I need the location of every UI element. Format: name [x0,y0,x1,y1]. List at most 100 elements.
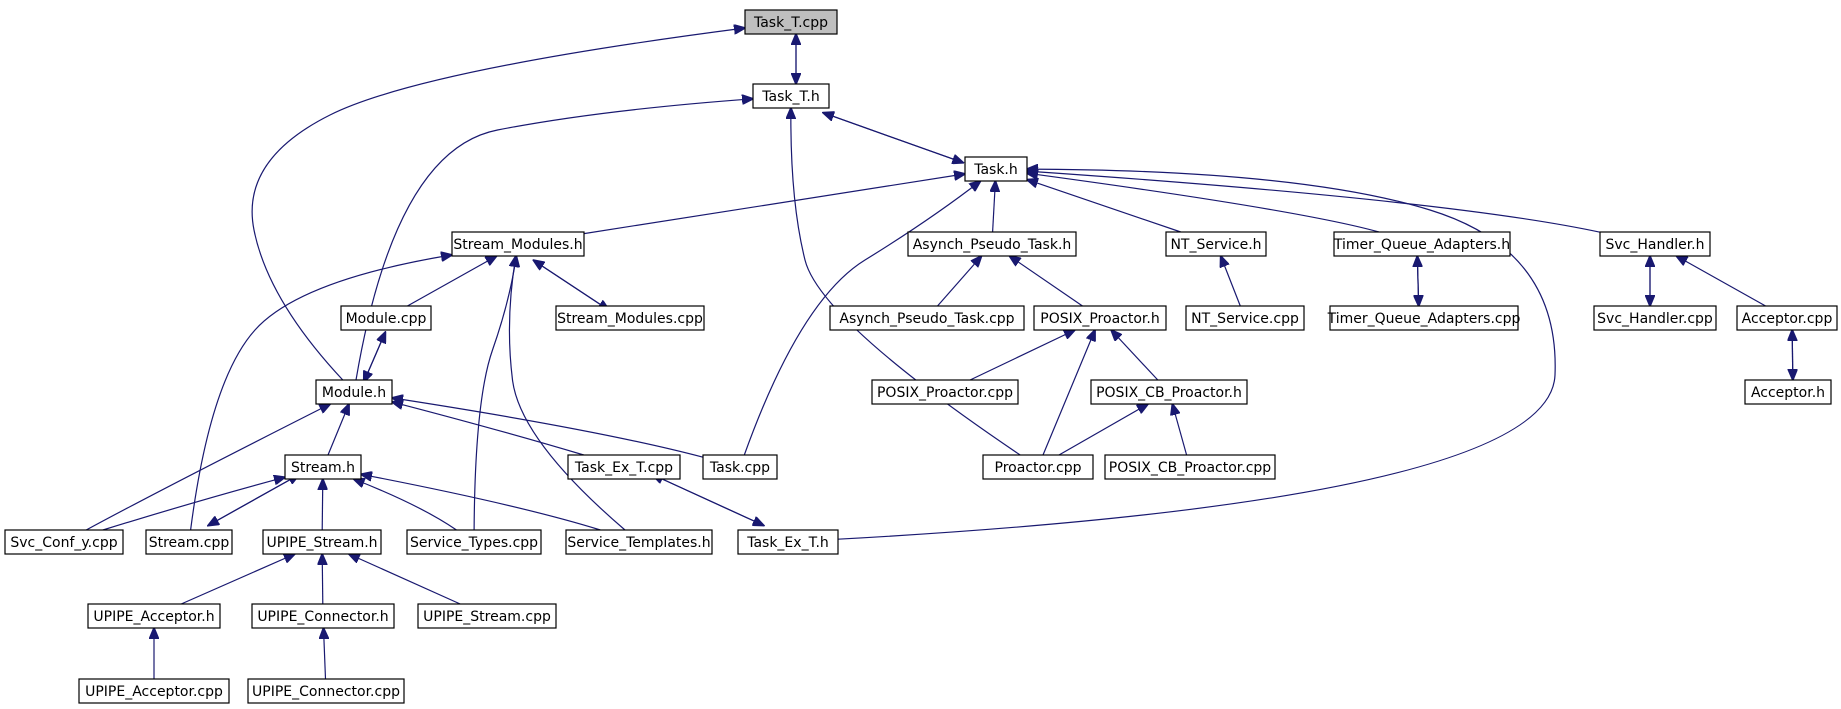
edge-posix_cb_proactor_h-to-posix_proactor_h [1111,330,1159,381]
node-service-templates-h[interactable]: Service_Templates.h [565,529,713,555]
node-proactor-cpp[interactable]: Proactor.cpp [982,454,1094,480]
node-label: Stream_Modules.cpp [557,311,703,327]
node-box [340,305,432,331]
node-box [451,231,585,257]
node-box [1165,231,1267,257]
edge-module_h-to-task_t_h [355,99,753,381]
node-stream-cpp[interactable]: Stream.cpp [145,529,233,555]
node-acceptor-h[interactable]: Acceptor.h [1744,379,1832,405]
node-module-cpp[interactable]: Module.cpp [340,305,432,331]
node-box [247,678,405,704]
node-label: Asynch_Pseudo_Task.h [913,237,1072,253]
node-asynch-pseudo-task-h[interactable]: Asynch_Pseudo_Task.h [907,231,1077,257]
node-nt-service-h[interactable]: NT_Service.h [1165,231,1267,257]
node-module-h[interactable]: Module.h [315,379,393,405]
edge-nt_service_h-to-task_h [1027,180,1181,233]
edge-svc_conf_y_cpp-to-module_h [85,404,330,531]
node-box [565,529,713,555]
node-box [417,603,557,629]
edge-stream_modules_h-to-stream_modules_cpp [533,259,609,310]
node-label: Task_T.cpp [753,15,828,31]
edge-service_types_cpp-to-stream_modules_h [473,256,516,531]
edge-service_types_cpp-to-stream_h [354,479,457,531]
node-acceptor-cpp[interactable]: Acceptor.cpp [1736,305,1838,331]
node-label: UPIPE_Connector.cpp [252,684,400,700]
node-stream-modules-h[interactable]: Stream_Modules.h [451,231,585,257]
node-label: Stream.h [291,460,355,476]
node-box [1736,305,1838,331]
node-timer-queue-adapters-h[interactable]: Timer_Queue_Adapters.h [1333,231,1511,257]
edge-upipe_stream_cpp-to-upipe_stream_h [349,554,461,605]
nodes-layer: Task_T.cppTask_T.hTask.hStream_Modules.h… [4,9,1838,704]
edge-module_cpp-to-stream_modules_h [407,256,496,307]
node-posix-proactor-h[interactable]: POSIX_Proactor.h [1033,305,1167,331]
node-box [744,9,838,35]
node-task-cpp[interactable]: Task.cpp [702,454,778,480]
node-label: UPIPE_Acceptor.h [93,609,214,625]
node-label: Service_Types.cpp [410,535,538,551]
edge-task_ex_t_h-to-task_h [837,169,1556,540]
node-timer-queue-adapters-cpp[interactable]: Timer_Queue_Adapters.cpp [1327,305,1521,331]
node-box [871,379,1019,405]
node-label: Module.h [322,385,386,401]
node-box [406,529,542,555]
node-box [251,603,395,629]
edge-upipe_acceptor_h-to-upipe_stream_h [180,554,295,605]
edge-timer_queue_adapters_h-to-timer_queue_adapters_cpp [1417,256,1418,306]
edge-acceptor_cpp-to-acceptor_h [1792,329,1793,380]
node-label: POSIX_Proactor.h [1040,311,1159,327]
node-posix-cb-proactor-h[interactable]: POSIX_CB_Proactor.h [1090,379,1248,405]
edge-stream_h-to-stream_cpp [208,474,300,526]
edge-proactor_cpp-to-posix_cb_proactor_h [1058,404,1148,456]
node-box [284,454,362,480]
node-service-types-cpp[interactable]: Service_Types.cpp [406,529,542,555]
node-asynch-pseudo-task-cpp[interactable]: Asynch_Pseudo_Task.cpp [829,305,1025,331]
node-box [4,529,124,555]
edge-upipe_stream_h-to-stream_h [322,479,323,531]
edge-asynch_pseudo_task_cpp-to-asynch_pseudo_task_h [937,256,982,307]
node-task-t-h[interactable]: Task_T.h [752,83,830,109]
node-task-t-cpp[interactable]: Task_T.cpp [744,9,838,35]
edge-nt_service_cpp-to-nt_service_h [1221,256,1241,307]
node-box [145,529,233,555]
node-box [964,156,1028,182]
node-box [87,603,221,629]
edge-svc_handler_h-to-task_h [1027,171,1601,233]
node-label: Timer_Queue_Adapters.h [1333,237,1510,253]
node-label: Stream_Modules.h [453,237,582,253]
node-box [982,454,1094,480]
node-box [737,529,839,555]
node-upipe-stream-cpp[interactable]: UPIPE_Stream.cpp [417,603,557,629]
node-box [1185,305,1305,331]
node-task-ex-t-h[interactable]: Task_Ex_T.h [737,529,839,555]
node-upipe-acceptor-cpp[interactable]: UPIPE_Acceptor.cpp [78,678,230,704]
node-task-ex-t-cpp[interactable]: Task_Ex_T.cpp [567,454,681,480]
node-upipe-connector-cpp[interactable]: UPIPE_Connector.cpp [247,678,405,704]
node-posix-cb-proactor-cpp[interactable]: POSIX_CB_Proactor.cpp [1104,454,1276,480]
node-box [567,454,681,480]
edge-service_templates_h-to-stream_h [361,474,601,531]
node-label: Module.cpp [346,311,427,327]
node-stream-h[interactable]: Stream.h [284,454,362,480]
edge-proactor_cpp-to-posix_proactor_h [1042,330,1095,456]
edge-task_ex_t_cpp-to-task_ex_t_h [652,473,764,526]
node-upipe-stream-h[interactable]: UPIPE_Stream.h [262,529,382,555]
node-label: POSIX_CB_Proactor.h [1096,385,1242,401]
node-svc-handler-cpp[interactable]: Svc_Handler.cpp [1593,305,1717,331]
node-upipe-acceptor-h[interactable]: UPIPE_Acceptor.h [87,603,221,629]
node-box [555,305,705,331]
edge-posix_proactor_h-to-asynch_pseudo_task_h [1010,256,1083,307]
node-svc-handler-h[interactable]: Svc_Handler.h [1599,231,1711,257]
node-stream-modules-cpp[interactable]: Stream_Modules.cpp [555,305,705,331]
node-nt-service-cpp[interactable]: NT_Service.cpp [1185,305,1305,331]
node-svc-conf-y-cpp[interactable]: Svc_Conf_y.cpp [4,529,124,555]
node-task-h[interactable]: Task.h [964,156,1028,182]
node-box [1090,379,1248,405]
node-box [1033,305,1167,331]
node-posix-proactor-cpp[interactable]: POSIX_Proactor.cpp [871,379,1019,405]
node-upipe-connector-h[interactable]: UPIPE_Connector.h [251,603,395,629]
node-label: UPIPE_Stream.cpp [423,609,551,625]
node-label: NT_Service.cpp [1191,311,1299,327]
node-label: Task_Ex_T.cpp [574,460,673,476]
